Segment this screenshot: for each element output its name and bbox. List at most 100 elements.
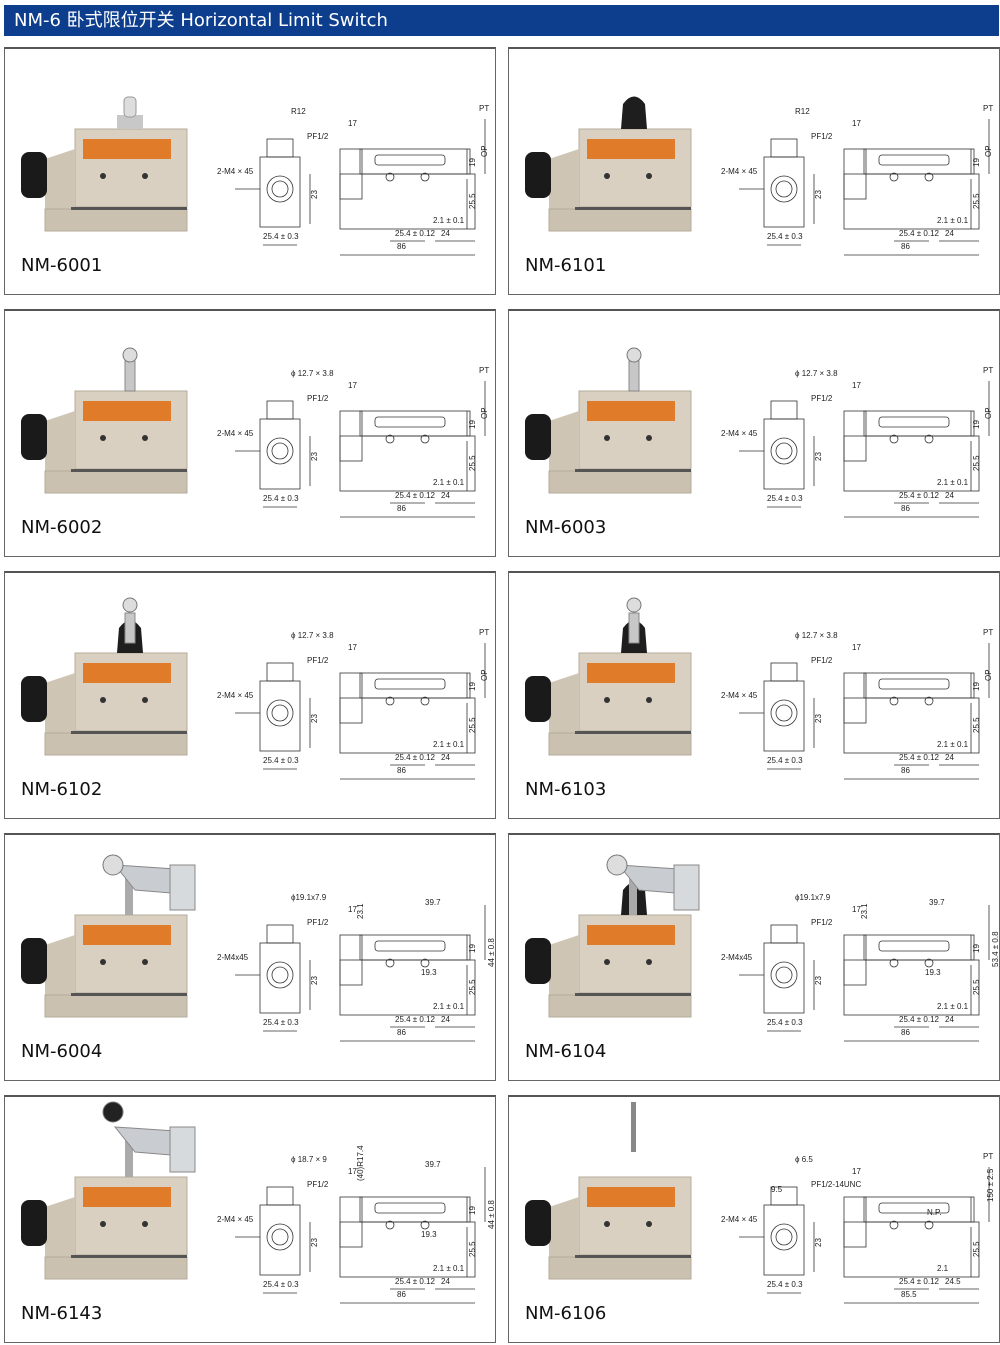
dimension-label-m4: 2-M4x45 (217, 953, 249, 962)
dimension-label-front: 25.4 ± 0.3 (767, 232, 803, 241)
cable-gland (21, 1200, 47, 1246)
model-name: NM-6004 (21, 1041, 103, 1062)
dimension-label-d24: 24 (945, 1015, 954, 1024)
dimension-label-m4: 2-M4 × 45 (721, 691, 758, 700)
dimension-label-d23: 23 (310, 714, 319, 723)
dimension-label-d21: 2.1 ± 0.1 (433, 1264, 465, 1273)
dimension-label-d44: 44 ± 0.8 (487, 1200, 496, 1229)
cable-gland (21, 414, 47, 460)
cable-gland (21, 676, 47, 722)
dimension-label-d21: 2.1 ± 0.1 (937, 478, 969, 487)
product-photo (525, 597, 692, 756)
dimension-label-d21: 2.1 ± 0.1 (433, 478, 465, 487)
dimension-label-pt: PT (983, 104, 993, 113)
dimension-label-d23: 23 (310, 190, 319, 199)
dimension-label-top: ϕ 6.5 (795, 1155, 813, 1164)
technical-drawing (235, 1167, 486, 1304)
dimension-label-d19: 19 (468, 944, 477, 953)
model-name: NM-6103 (525, 779, 607, 800)
nameplate (587, 401, 675, 421)
dimension-label-pt: PT (479, 366, 489, 375)
dimension-label-pt: PT (479, 104, 489, 113)
nameplate (83, 1187, 171, 1207)
dimension-label-d193: 19.3 (421, 968, 437, 977)
dimension-label-d17: 17 (852, 381, 861, 390)
dimension-label-pf: PF1/2 (307, 656, 329, 665)
dimension-label-front: 25.4 ± 0.3 (767, 1018, 803, 1027)
product-photo (21, 347, 188, 494)
dimension-label-top: ϕ 18.7 × 9 (291, 1155, 327, 1164)
model-name: NM-6002 (21, 517, 103, 538)
cable-gland (525, 938, 551, 984)
dimension-label-d17: 17 (348, 381, 357, 390)
dimension-label-d21: 2.1 ± 0.1 (433, 216, 465, 225)
dimension-label-front: 25.4 ± 0.3 (767, 1280, 803, 1289)
page-header: NM-6 卧式限位开关 Horizontal Limit Switch (4, 5, 999, 36)
dimension-label-d24: 24 (441, 229, 450, 238)
technical-drawing (739, 1167, 990, 1304)
dimension-label-pf: PF1/2 (811, 918, 833, 927)
dimension-label-pf: PF1/2-14UNC (811, 1180, 861, 1189)
product-photo (525, 96, 692, 232)
dimension-label-op: OP (984, 145, 993, 157)
dimension-label-d23: 23 (310, 1238, 319, 1247)
dimension-label-d24: 24 (945, 491, 954, 500)
dimension-label-d44: 44 ± 0.8 (487, 938, 496, 967)
cable-gland (525, 676, 551, 722)
dimension-label-pt: PT (983, 1152, 993, 1161)
nameplate (587, 663, 675, 683)
dimension-label-d255: 25.5 (972, 193, 981, 209)
dimension-label-d17: 17 (348, 1167, 357, 1176)
dimension-label-d21: 2.1 ± 0.1 (433, 1002, 465, 1011)
dimension-label-pf: PF1/2 (811, 394, 833, 403)
dimension-label-pf: PF1/2 (307, 1180, 329, 1189)
technical-drawing (739, 905, 990, 1042)
dimension-label-front: 25.4 ± 0.3 (263, 494, 299, 503)
dimension-label-d21: 2.1 ± 0.1 (937, 1002, 969, 1011)
dimension-label-d254: 25.4 ± 0.12 (899, 229, 940, 238)
dimension-label-d44: 53.4 ± 0.8 (991, 931, 1000, 967)
dimension-label-d17: 17 (348, 643, 357, 652)
nameplate (83, 139, 171, 159)
dimension-label-d86: 86 (397, 504, 406, 513)
technical-drawing (235, 643, 486, 780)
dimension-label-m4: 2-M4 × 45 (721, 429, 758, 438)
dimension-label-d19: 19 (468, 682, 477, 691)
dimension-label-m4: 2-M4 × 45 (721, 167, 758, 176)
dimension-label-top: ϕ19.1x7.9 (291, 893, 327, 902)
dimension-label-d24: 24 (945, 229, 954, 238)
dimension-label-pt: PT (479, 628, 489, 637)
dimension-label-d21: 2.1 ± 0.1 (937, 216, 969, 225)
dimension-label-front: 25.4 ± 0.3 (263, 756, 299, 765)
cable-gland (21, 938, 47, 984)
technical-drawing (739, 381, 990, 518)
dimension-label-op: OP (480, 407, 489, 419)
dimension-label-d17: 17 (852, 905, 861, 914)
dimension-label-d231: 23.1 (356, 903, 365, 919)
product-photo (525, 1102, 692, 1280)
nameplate (587, 139, 675, 159)
dimension-label-d255: 25.5 (468, 193, 477, 209)
rubber-boot (621, 96, 647, 129)
dimension-label-d86: 85.5 (901, 1290, 917, 1299)
dimension-label-d397: 39.7 (929, 898, 945, 907)
product-photo (21, 96, 188, 232)
dimension-label-top: ϕ 12.7 × 3.8 (795, 369, 838, 378)
dimension-label-front: 25.4 ± 0.3 (263, 1018, 299, 1027)
dimension-label-pf: PF1/2 (307, 918, 329, 927)
dimension-label-top: ϕ 12.7 × 3.8 (291, 369, 334, 378)
model-name: NM-6003 (525, 517, 607, 538)
cable-gland (525, 152, 551, 198)
dimension-label-d397: 39.7 (425, 1160, 441, 1169)
dimension-label-d19: 19 (972, 158, 981, 167)
dimension-label-d19: 19 (468, 420, 477, 429)
model-name: NM-6106 (525, 1303, 607, 1324)
dimension-label-m4: 2-M4 × 45 (217, 691, 254, 700)
dimension-label-op: OP (984, 407, 993, 419)
dimension-label-d193: 19.3 (925, 968, 941, 977)
dimension-label-d231: 23.1 (860, 903, 869, 919)
nameplate (587, 1187, 675, 1207)
dimension-label-d23: 23 (814, 976, 823, 985)
